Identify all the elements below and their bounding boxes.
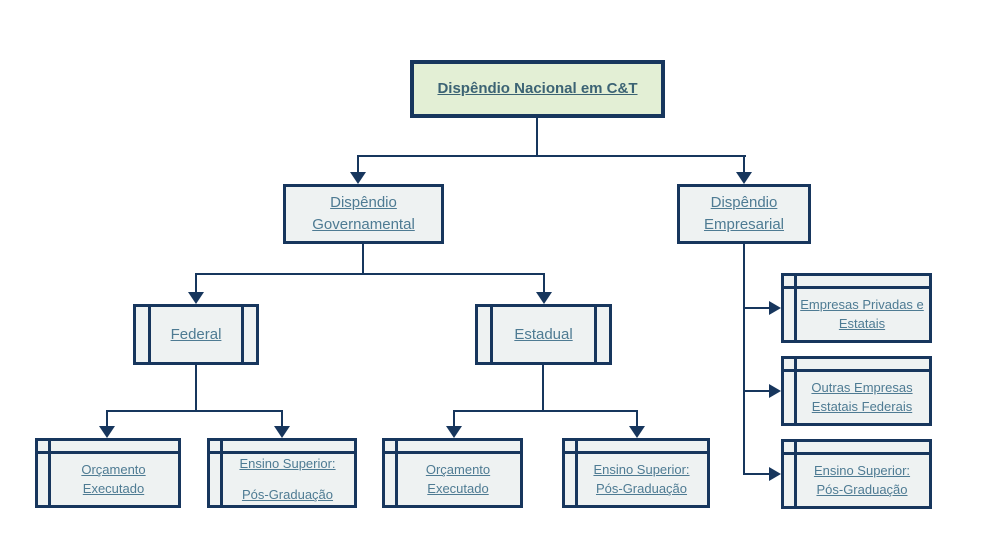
- connector-to-federal-orcamento: [106, 410, 108, 427]
- connector-to-estadual: [543, 273, 545, 293]
- node-label-wrap: Orçamento Executado: [385, 445, 520, 501]
- connector-governamental-down: [362, 244, 364, 275]
- arrowhead-emp-outras-icon: [769, 384, 781, 398]
- arrowhead-federal-orcamento-icon: [99, 426, 115, 438]
- connector-to-emp-ensino: [743, 473, 771, 475]
- node-label: Dispêndio Nacional em C&T: [437, 80, 638, 98]
- node-label: Estadual: [514, 325, 573, 343]
- arrowhead-federal-icon: [188, 292, 204, 304]
- node-federal-orcamento-executado: Orçamento Executado: [35, 438, 181, 508]
- node-federal: Federal: [133, 304, 259, 365]
- connector-to-estadual-orcamento: [453, 410, 455, 427]
- connector-to-federal-ensino: [281, 410, 283, 427]
- node-empresarial-ensino-superior: Ensino Superior: Pós-Graduação: [781, 439, 932, 509]
- node-label-wrap: Ensino Superior: Pós-Graduação: [784, 446, 929, 502]
- node-label: Ensino Superior: Pós-Graduação: [593, 462, 690, 496]
- connector-to-emp-outras: [743, 390, 771, 392]
- node-estadual-orcamento-executado: Orçamento Executado: [382, 438, 523, 508]
- node-dispendio-nacional: Dispêndio Nacional em C&T: [410, 60, 665, 118]
- connector-to-empresarial: [743, 155, 745, 173]
- arrowhead-estadual-orcamento-icon: [446, 426, 462, 438]
- node-label-line1: Ensino Superior:: [239, 456, 336, 472]
- node-label-line2: Pós-Graduação: [241, 487, 334, 502]
- node-label: Dispêndio Empresarial: [703, 194, 785, 233]
- node-label: Empresas Privadas e Estatais: [800, 297, 924, 331]
- node-label-wrap: Ensino Superior: Pós-Graduação: [565, 445, 707, 501]
- node-label: Outras Empresas Estatais Federais: [811, 380, 913, 414]
- node-outras-empresas-estatais: Outras Empresas Estatais Federais: [781, 356, 932, 426]
- arrowhead-federal-ensino-icon: [274, 426, 290, 438]
- node-federal-ensino-superior: Ensino Superior: Pós-Graduação: [207, 438, 357, 508]
- arrowhead-emp-privadas-icon: [769, 301, 781, 315]
- node-label: Orçamento Executado: [81, 462, 146, 496]
- connector-estadual-horizontal: [453, 410, 638, 412]
- connector-estadual-down: [542, 365, 544, 412]
- connector-to-federal: [195, 273, 197, 293]
- node-label: Dispêndio Governamental: [312, 194, 415, 233]
- arrowhead-emp-ensino-icon: [769, 467, 781, 481]
- arrowhead-governamental-icon: [350, 172, 366, 184]
- node-label: Federal: [170, 325, 222, 343]
- connector-governamental-horizontal: [195, 273, 545, 275]
- connector-federal-horizontal: [106, 410, 283, 412]
- connector-root-horizontal: [357, 155, 746, 157]
- node-label: Orçamento Executado: [425, 462, 491, 496]
- node-label: Ensino Superior: Pós-Graduação: [813, 463, 911, 497]
- node-empresas-privadas-estatais: Empresas Privadas e Estatais: [781, 273, 932, 343]
- node-estadual-ensino-superior: Ensino Superior: Pós-Graduação: [562, 438, 710, 508]
- connector-empresarial-down: [743, 244, 745, 475]
- arrowhead-estadual-icon: [536, 292, 552, 304]
- node-dispendio-empresarial: Dispêndio Empresarial: [677, 184, 811, 244]
- node-estadual: Estadual: [475, 304, 612, 365]
- arrowhead-empresarial-icon: [736, 172, 752, 184]
- node-label-wrap: Ensino Superior: Pós-Graduação: [210, 439, 354, 507]
- node-label-wrap: Empresas Privadas e Estatais: [784, 280, 929, 336]
- node-label-wrap: Orçamento Executado: [38, 445, 178, 501]
- connector-to-emp-privadas: [743, 307, 771, 309]
- node-label-wrap: Outras Empresas Estatais Federais: [784, 363, 929, 419]
- connector-federal-down: [195, 365, 197, 412]
- connector-root-down: [536, 117, 538, 157]
- node-dispendio-governamental: Dispêndio Governamental: [283, 184, 444, 244]
- connector-to-estadual-ensino: [636, 410, 638, 427]
- connector-to-governamental: [357, 155, 359, 173]
- arrowhead-estadual-ensino-icon: [629, 426, 645, 438]
